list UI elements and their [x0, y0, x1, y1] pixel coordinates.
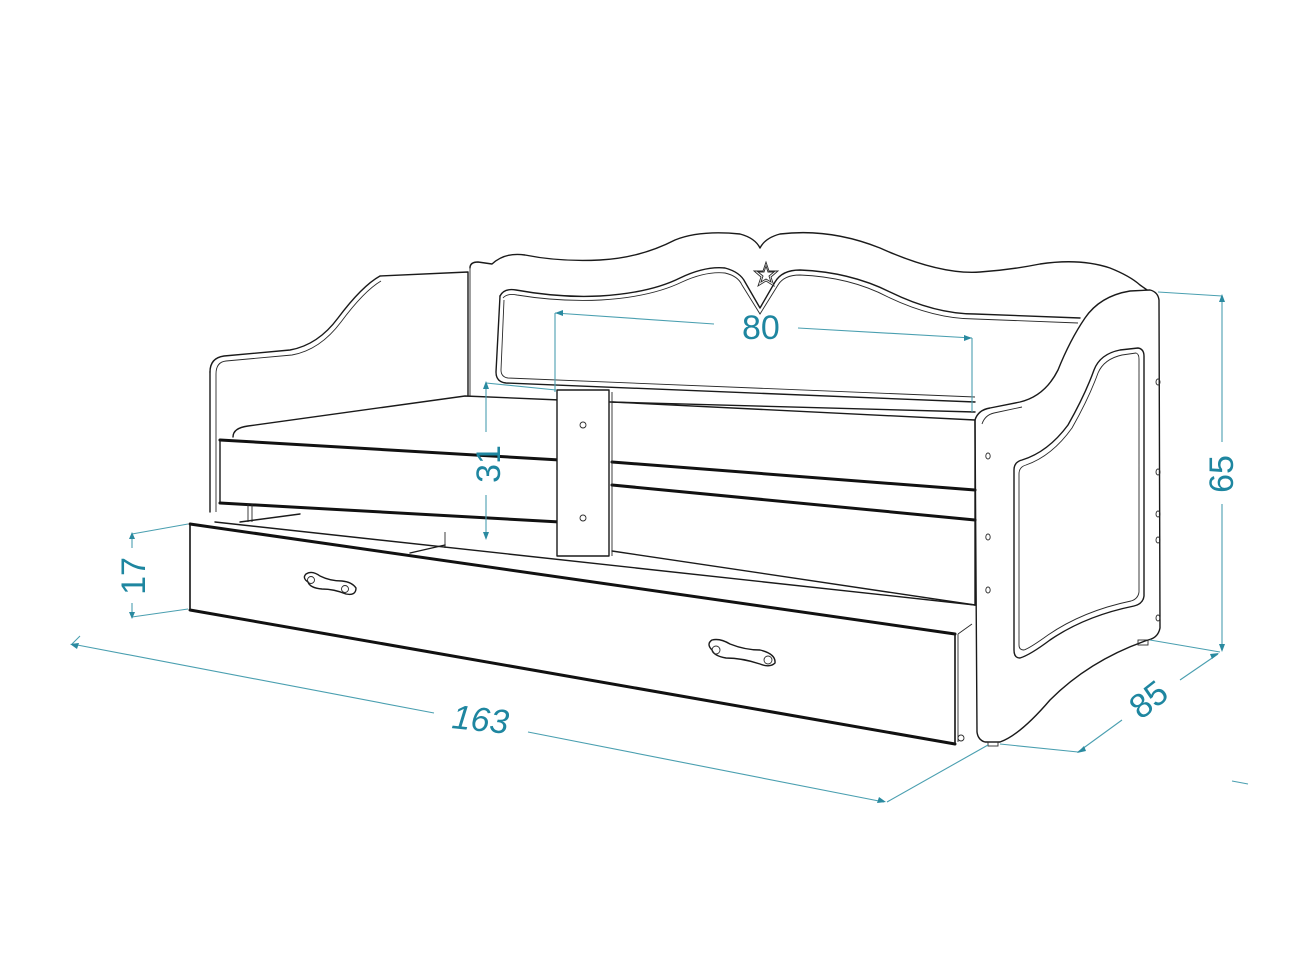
backrest-panel	[469, 231, 1151, 403]
dimension-label-drawer-height-17: 17	[114, 557, 153, 595]
dimension-line-65	[1157, 291, 1225, 652]
screw-icon	[985, 586, 991, 594]
dimension-line-85	[999, 639, 1221, 753]
screw-icon	[579, 421, 587, 429]
screw-icon	[1155, 468, 1161, 476]
screw-icon	[579, 514, 587, 522]
dimension-label-width-80: 80	[742, 309, 780, 347]
screw-icon	[1155, 614, 1161, 622]
stray-mark	[1231, 780, 1249, 785]
star-ornament-icon	[752, 260, 780, 288]
dimension-line-80	[554, 310, 973, 412]
screw-icon	[1155, 536, 1161, 544]
drawer	[188, 521, 976, 746]
screw-icon	[1155, 510, 1161, 518]
left-side-panel	[209, 271, 469, 513]
dimension-label-height-65: 65	[1202, 455, 1241, 493]
drawer-handle-left-icon	[303, 571, 357, 596]
screw-icon	[985, 452, 991, 460]
drawer-handle-right-icon	[708, 638, 776, 667]
safety-rail-post	[556, 389, 613, 557]
dimension-label-length-163: 163	[450, 698, 511, 742]
dimension-line-17	[129, 523, 189, 619]
right-side-panel	[974, 289, 1161, 747]
dimension-line-31	[483, 381, 557, 540]
front-rail-right	[610, 401, 977, 606]
screw-icon	[985, 533, 991, 541]
dimension-line-163	[70, 635, 989, 803]
mattress	[232, 395, 976, 438]
front-rail-left	[218, 438, 562, 524]
screw-icon	[1155, 378, 1161, 386]
dimension-label-rail-height-31: 31	[469, 445, 508, 483]
